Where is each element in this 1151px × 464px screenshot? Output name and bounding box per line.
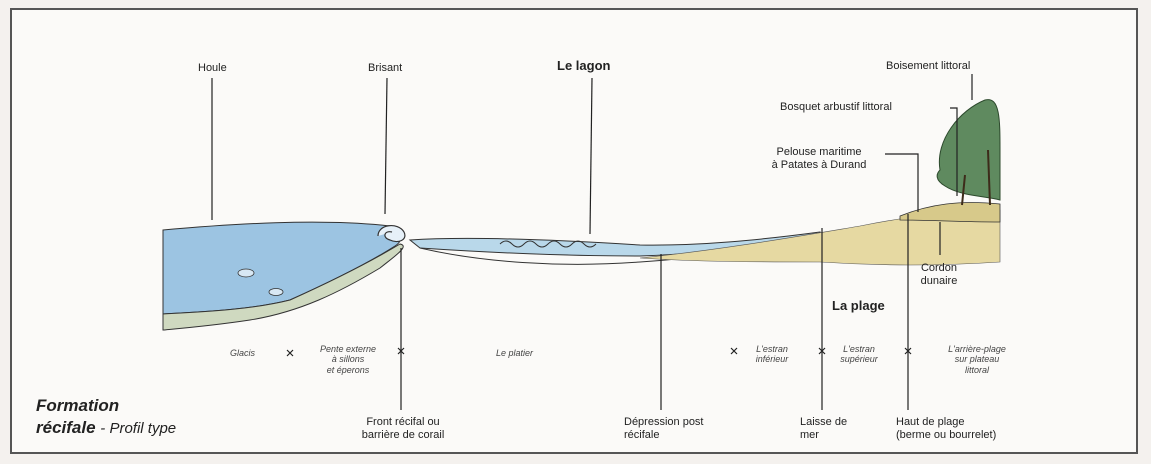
label-lagon: Le lagon [557,58,610,74]
label-houle: Houle [198,62,227,75]
label-pelouse-line2: à Patates à Durand [756,159,882,172]
pelouse-leader [885,154,918,212]
dune [900,203,1000,223]
cross-icon [287,350,293,356]
label-haut-line2: (berme ou bourrelet) [896,429,996,442]
label-pelouse: Pelouse maritime à Patates à Durand [756,146,882,172]
diagram-title-line2: récifale - Profil type [36,418,176,438]
label-bosquet: Bosquet arbustif littoral [780,101,892,114]
label-depression-line2: récifale [624,429,704,442]
zone-estran-inf: L'estran inférieur [748,344,796,365]
label-cordon: Cordon dunaire [914,262,964,288]
zone-estran-inf-line2: inférieur [748,354,796,364]
zone-glacis: Glacis [230,348,255,358]
label-laisse-line1: Laisse de [800,416,847,429]
zone-estran-sup-line1: L'estran [834,344,884,354]
diagram-title-word: récifale [36,418,96,437]
label-boisement: Boisement littoral [886,60,970,73]
label-laisse: Laisse de mer [800,416,847,442]
label-plage: La plage [832,298,885,314]
fish-icon [238,269,254,277]
label-haut-plage: Haut de plage (berme ou bourrelet) [896,416,996,442]
label-front: Front récifal ou barrière de corail [343,416,463,442]
label-depression-line1: Dépression post [624,416,704,429]
label-cordon-line1: Cordon [914,262,964,275]
zone-arriere-plage: L'arrière-plage sur plateau littoral [940,344,1014,375]
zone-pente-line1: Pente externe [310,344,386,354]
label-haut-line1: Haut de plage [896,416,996,429]
diagram-title: Formation [36,396,119,416]
zone-estran-sup-line2: supérieur [834,354,884,364]
label-depression: Dépression post récifale [624,416,704,442]
zone-arriere-line3: littoral [940,365,1014,375]
brisant-leader [385,78,387,214]
label-front-line2: barrière de corail [343,429,463,442]
zone-pente: Pente externe à sillons et éperons [310,344,386,375]
lagon-leader [590,78,592,234]
zone-pente-line3: et éperons [310,365,386,375]
label-brisant: Brisant [368,62,402,75]
zone-platier: Le platier [496,348,533,358]
zone-pente-line2: à sillons [310,354,386,364]
fish-icon [269,289,283,296]
label-laisse-line2: mer [800,429,847,442]
cross-icon [731,348,737,354]
label-cordon-line2: dunaire [914,275,964,288]
zone-estran-sup: L'estran supérieur [834,344,884,365]
diagram-subtitle: - Profil type [100,420,176,437]
zone-arriere-line1: L'arrière-plage [940,344,1014,354]
label-front-line1: Front récifal ou [343,416,463,429]
label-pelouse-line1: Pelouse maritime [756,146,882,159]
zone-arriere-line2: sur plateau [940,354,1014,364]
tree-canopy [937,100,1000,200]
zone-estran-inf-line1: L'estran [748,344,796,354]
